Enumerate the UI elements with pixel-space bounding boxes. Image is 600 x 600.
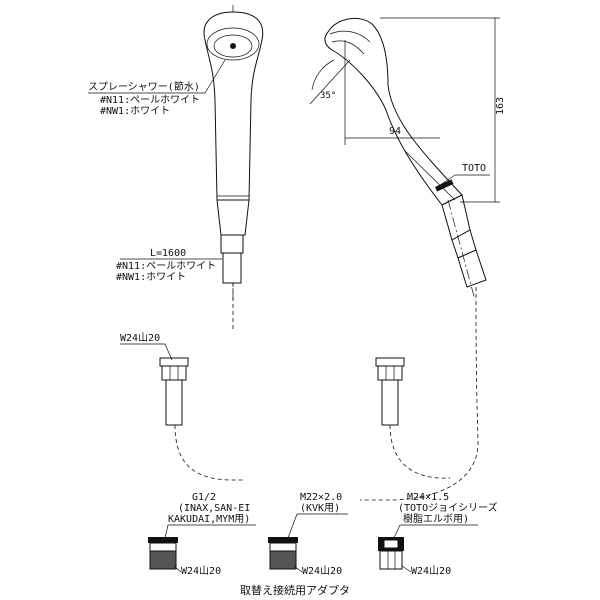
adapter3-thread: M24×1.5 — [407, 492, 449, 503]
dim-94-label: 94 — [389, 126, 401, 137]
hose-length-label: L=1600 — [150, 248, 186, 259]
shower-head-side-view — [324, 17, 487, 301]
adapter-m22 — [268, 537, 298, 570]
color-n11-top: #N11:ペールホワイト — [100, 94, 200, 106]
shower-head-front-view — [203, 5, 264, 300]
adapter3-brands-2: 樹脂エルボ用) — [403, 512, 469, 525]
caption: 取替え接続用アダプタ — [240, 583, 350, 597]
adapter2-brand: (KVK用) — [300, 503, 340, 514]
dim-163-label: 163 — [495, 97, 506, 115]
adapter1-brands-1: (INAX,SAN-EI — [178, 503, 250, 514]
color-nw1-hose: #NW1:ホワイト — [116, 271, 186, 283]
brand-label: TOTO — [462, 163, 486, 174]
angle-label: 35° — [320, 91, 336, 101]
spray-shower-label: スプレーシャワー(節水) — [88, 80, 200, 93]
adapter2-thread: M22×2.0 — [300, 492, 342, 503]
adapter-m24 — [378, 537, 404, 570]
w24-adapter3: W24山20 — [411, 565, 451, 577]
w24-upper-label: W24山20 — [120, 332, 160, 344]
color-n11-hose: #N11:ペールホワイト — [116, 260, 216, 272]
adapter-g12 — [148, 537, 178, 570]
color-nw1-top: #NW1:ホワイト — [100, 105, 170, 117]
adapter3-brands-1: (TOTOジョイシリーズ — [398, 501, 498, 514]
w24-adapter1: W24山20 — [181, 565, 221, 577]
adapter1-brands-2: KAKUDAI,MYM用) — [168, 514, 250, 525]
connector-left — [159, 357, 189, 426]
adapter1-thread: G1/2 — [192, 492, 216, 503]
connector-right — [375, 357, 405, 426]
w24-adapter2: W24山20 — [302, 565, 342, 577]
